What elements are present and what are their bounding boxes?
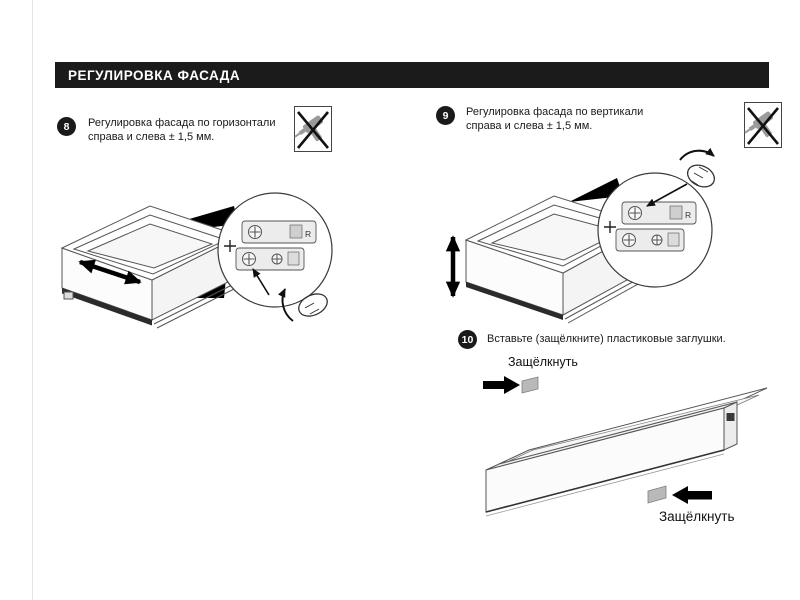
- step-8-illustration: R: [60, 192, 333, 329]
- adjuster-plate-top: R: [241, 220, 317, 244]
- step-10-badge: 10: [458, 330, 477, 349]
- plastic-cap-top: [521, 376, 539, 394]
- plastic-cap-bottom: [647, 485, 667, 504]
- step-8-text: Регулировка фасада по горизонтали справа…: [88, 117, 276, 143]
- step-9-illustration: R: [445, 147, 716, 324]
- snap-arrow-right-icon: [483, 376, 520, 394]
- snap-arrow-left-icon: [672, 486, 712, 504]
- cross-out-icon: [747, 107, 779, 145]
- no-drill-icon-right: [744, 102, 782, 148]
- hand-turn-icon: [679, 147, 716, 188]
- r-marker-label: R: [685, 210, 691, 220]
- section-header: РЕГУЛИРОВКА ФАСАДА: [55, 62, 769, 88]
- pointer-arrow: [252, 268, 270, 296]
- snap-label-top: Защёлкнуть: [508, 355, 578, 369]
- rotate-arrow-icon: [679, 147, 715, 161]
- r-marker-label: R: [305, 229, 311, 239]
- step-10-text: Вставьте (защёлкните) пластиковые заглуш…: [487, 333, 726, 345]
- section-title: РЕГУЛИРОВКА ФАСАДА: [68, 67, 241, 83]
- rotate-arrow-icon: [277, 288, 294, 322]
- cross-out-icon: [297, 111, 329, 149]
- margin-line: [32, 0, 33, 600]
- pointer-arrow: [646, 183, 688, 207]
- adjuster-plate-top: R: [621, 201, 697, 225]
- cross-direction-icon: [604, 221, 616, 233]
- step-8-badge: 8: [57, 117, 76, 136]
- brand-logo-square: [726, 413, 735, 421]
- adjuster-plate-bottom: [235, 247, 305, 271]
- drawer-front-drawing: [485, 387, 768, 517]
- no-drill-icon-left: [294, 106, 332, 152]
- cross-direction-icon: [224, 240, 236, 252]
- step-8-number: 8: [63, 120, 70, 133]
- snap-label-bottom: Защёлкнуть: [659, 509, 735, 524]
- step-9-number: 9: [442, 109, 449, 122]
- magnifier-detail: R: [217, 192, 333, 308]
- step-10-number: 10: [461, 333, 474, 346]
- magnifier-detail: R: [597, 172, 713, 288]
- step-10-illustration: [483, 376, 768, 517]
- horizontal-adjust-arrow: [78, 259, 142, 285]
- step-9-badge: 9: [436, 106, 455, 125]
- hand-turn-icon: [277, 288, 328, 322]
- adjuster-plate-bottom: [615, 228, 685, 252]
- step-9-text: Регулировка фасада по вертикали справа и…: [466, 106, 644, 132]
